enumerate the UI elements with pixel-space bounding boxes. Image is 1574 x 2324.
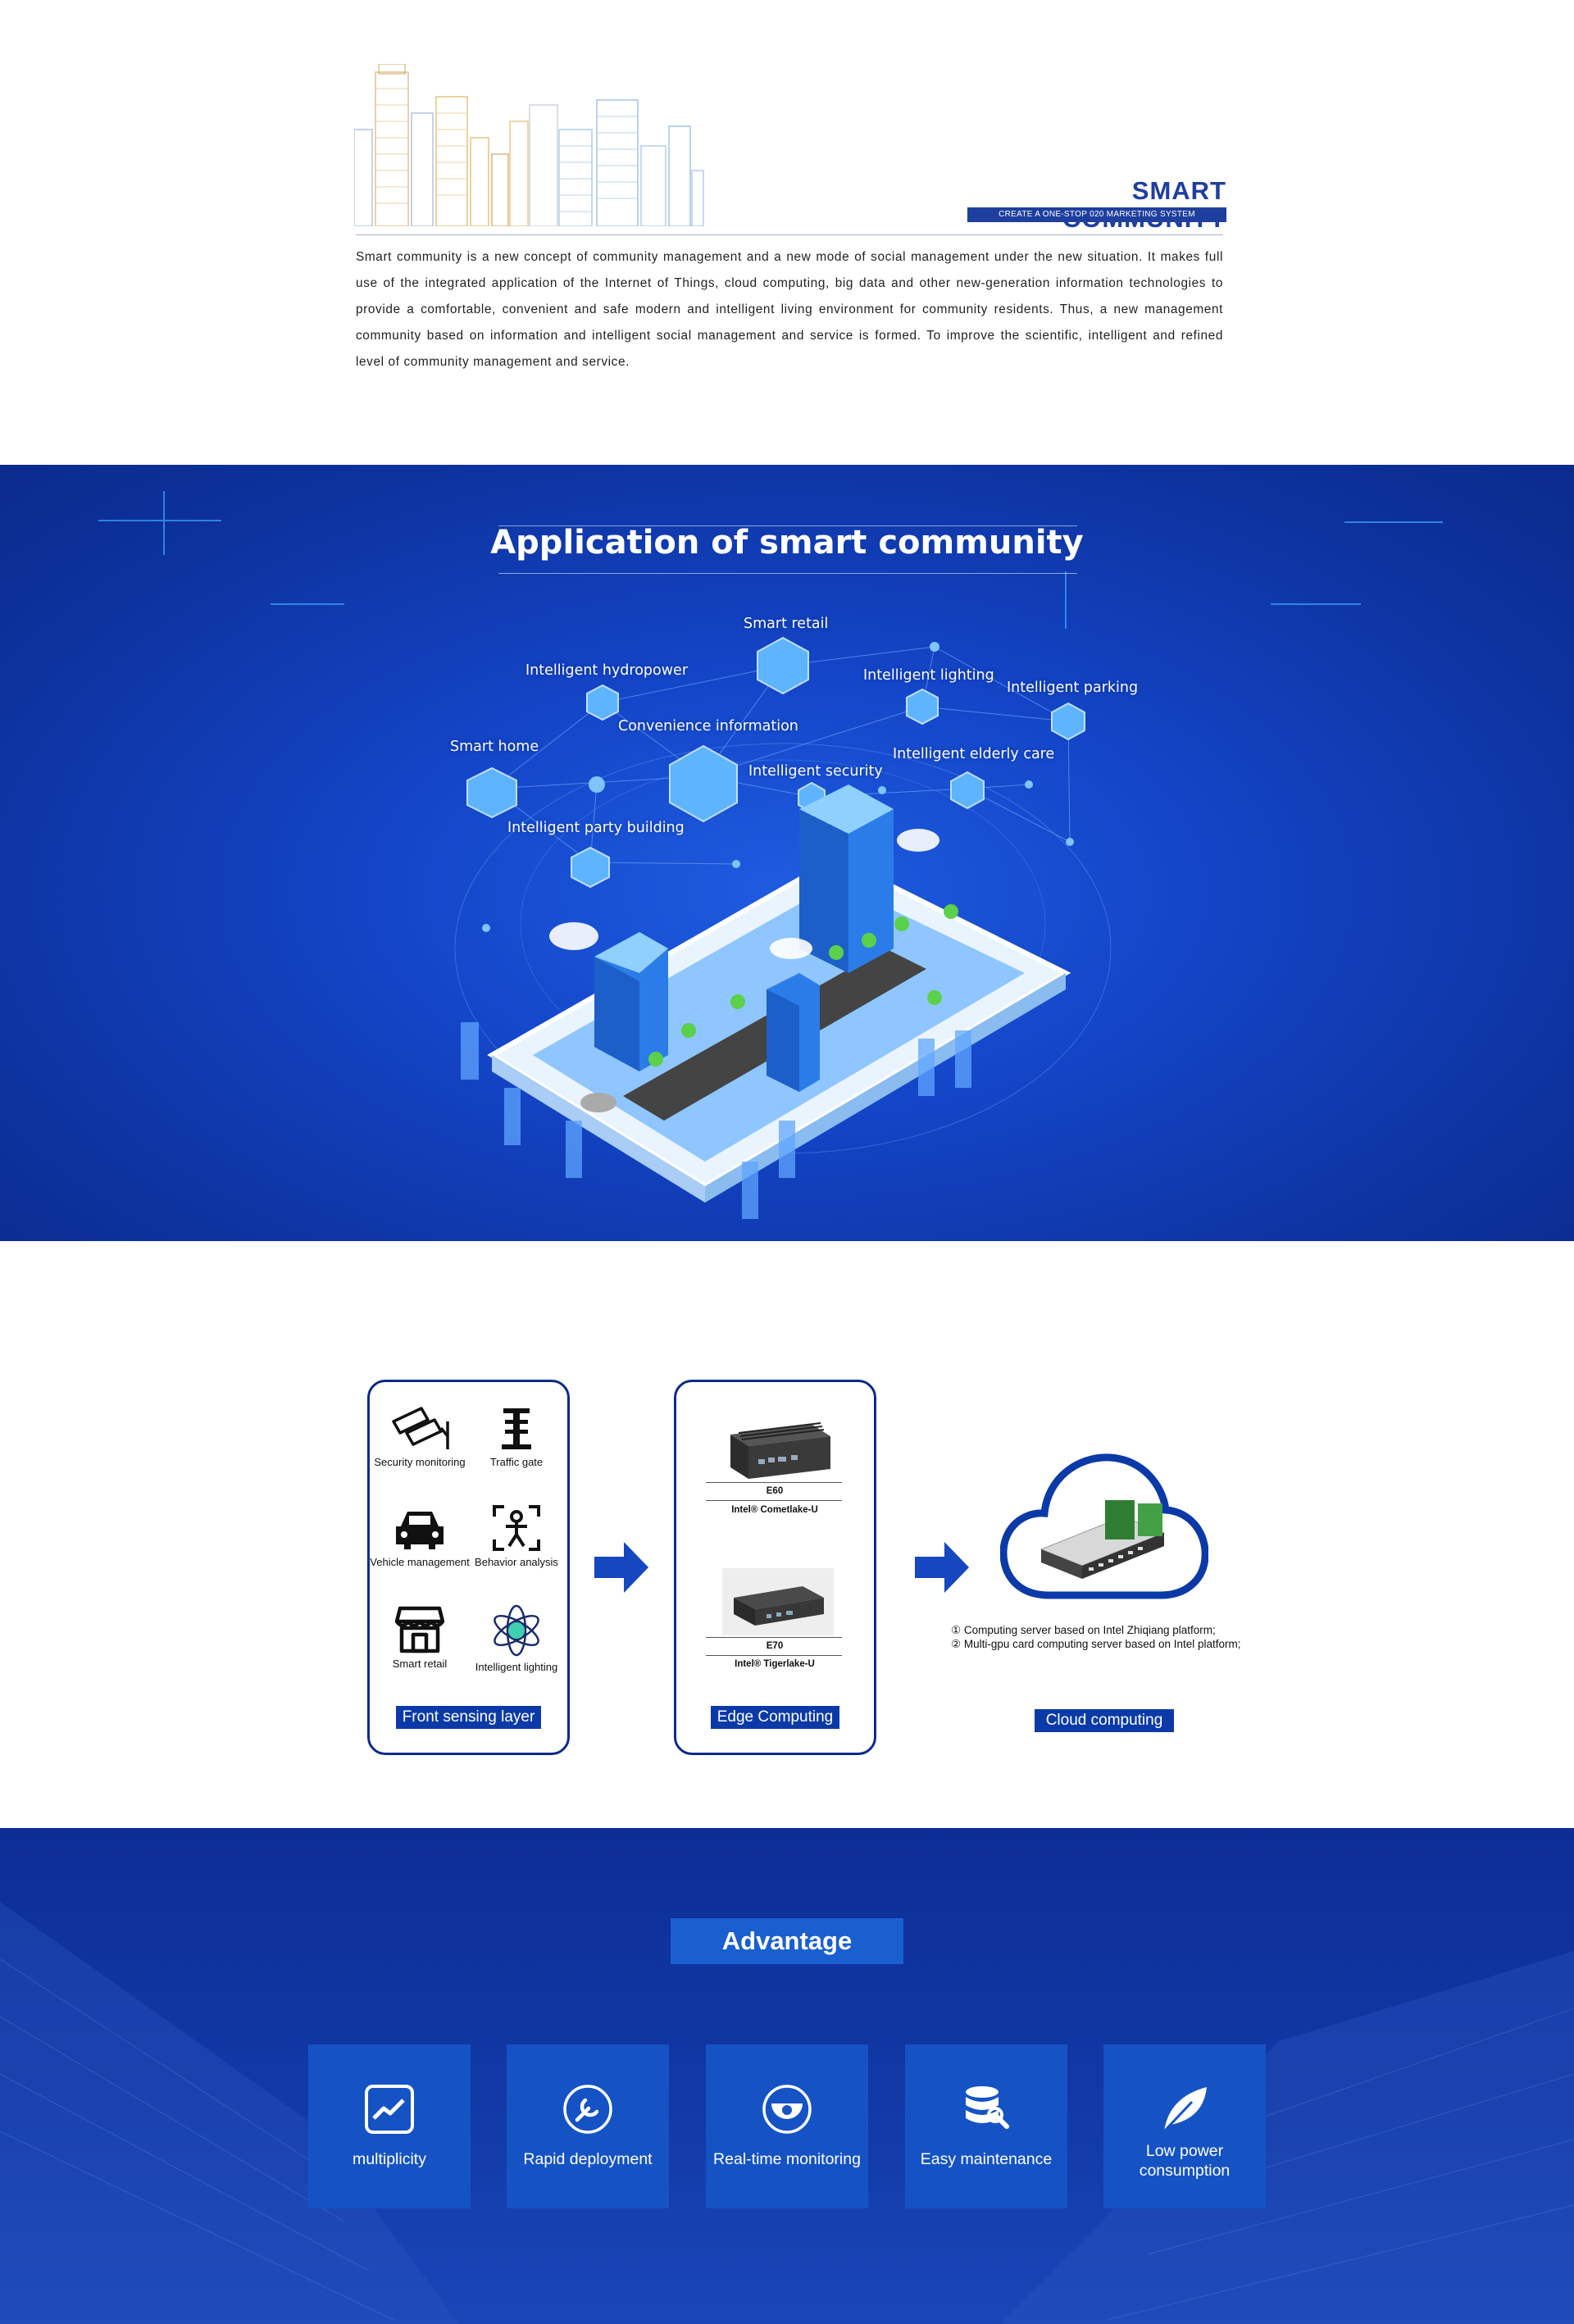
sensor-label: Security monitoring bbox=[374, 1456, 466, 1468]
advantage-label: Real-time monitoring bbox=[713, 2150, 861, 2168]
advantage-label: multiplicity bbox=[353, 2150, 426, 2168]
sensor-label: Vehicle management bbox=[370, 1556, 470, 1568]
node-intelligent-security: Intelligent security bbox=[748, 763, 883, 780]
e60-cpu: Intel® Cometlake-U bbox=[731, 1505, 818, 1515]
product-divider bbox=[706, 1482, 842, 1483]
e60-model: E60 bbox=[766, 1486, 784, 1496]
cloud-server-icon bbox=[1000, 1453, 1208, 1599]
person-scan-icon bbox=[493, 1505, 540, 1551]
sensor-label: Traffic gate bbox=[489, 1456, 544, 1468]
building-background bbox=[0, 1902, 1574, 2324]
sensor-intelligent-lighting: Intelligent lighting bbox=[466, 1603, 566, 1673]
store-icon bbox=[395, 1606, 444, 1653]
brand-title: SMART COMMUNITY bbox=[1062, 176, 1226, 233]
node-smart-home: Smart home bbox=[450, 739, 539, 755]
divider bbox=[356, 234, 1223, 235]
advantage-label: Low power consumption bbox=[1139, 2142, 1231, 2180]
intro-section: SMART COMMUNITY CREATE A ONE-STOP 020 MA… bbox=[0, 0, 1574, 465]
title-rule-bottom bbox=[498, 573, 1077, 574]
e70-cpu: Intel® Tigerlake-U bbox=[735, 1659, 815, 1669]
node-intelligent-lighting: Intelligent lighting bbox=[863, 667, 994, 684]
node-intelligent-party-building: Intelligent party building bbox=[507, 820, 685, 836]
sensor-label: Smart retail bbox=[392, 1658, 448, 1670]
sensor-behavior-analysis: Behavior analysis bbox=[466, 1503, 566, 1568]
front-sensing-label: Front sensing layer bbox=[396, 1706, 541, 1729]
brand-subtitle: CREATE A ONE-STOP 020 MARKETING SYSTEM bbox=[967, 207, 1226, 222]
application-section: Application of smart community Smart ret… bbox=[0, 465, 1574, 1241]
sensor-vehicle-management: Vehicle management bbox=[370, 1503, 470, 1568]
arrow-right-icon bbox=[594, 1542, 648, 1593]
advantage-title: Advantage bbox=[671, 1918, 903, 1964]
product-divider bbox=[706, 1637, 842, 1638]
city-skyline-illustration bbox=[354, 64, 704, 226]
sensor-traffic-gate: Traffic gate bbox=[466, 1403, 566, 1468]
node-intelligent-parking: Intelligent parking bbox=[1007, 680, 1139, 696]
advantage-label: Easy maintenance bbox=[920, 2150, 1053, 2168]
camera-icon bbox=[762, 2085, 812, 2134]
product-divider bbox=[706, 1500, 842, 1501]
advantage-rapid-deployment: Rapid deployment bbox=[507, 2044, 669, 2208]
node-smart-retail: Smart retail bbox=[744, 616, 829, 632]
atom-icon bbox=[494, 1604, 539, 1657]
cloud-computing-label: Cloud computing bbox=[1035, 1709, 1174, 1732]
advantage-low-power: Low power consumption bbox=[1103, 2044, 1266, 2208]
database-icon bbox=[966, 2086, 1009, 2129]
product-divider bbox=[706, 1655, 842, 1656]
cloud-note-2: ② Multi-gpu card computing server based … bbox=[951, 1638, 1241, 1650]
e60-device-image bbox=[730, 1422, 830, 1479]
smart-community-illustration bbox=[98, 491, 1443, 1219]
edge-computing-label: Edge Computing bbox=[711, 1706, 839, 1729]
e70-device-image bbox=[722, 1568, 834, 1635]
advantage-real-time-monitoring: Real-time monitoring bbox=[706, 2044, 868, 2208]
leaf-icon bbox=[1162, 2087, 1207, 2133]
sensor-label: Behavior analysis bbox=[475, 1556, 558, 1568]
node-convenience-information: Convenience information bbox=[618, 718, 798, 734]
advantage-section: Advantage multiplicity Rapid deployment … bbox=[0, 1828, 1574, 2324]
arrow-right-icon bbox=[915, 1542, 969, 1593]
advantage-easy-maintenance: Easy maintenance bbox=[905, 2044, 1067, 2208]
cloud-note-1: ① Computing server based on Intel Zhiqia… bbox=[951, 1624, 1216, 1636]
architecture-section: Security monitoring Traffic gate Vehicle… bbox=[0, 1241, 1574, 1828]
edge-computing-card: E60 Intel® Cometlake-U E70 Intel® Tigerl… bbox=[674, 1380, 876, 1755]
sensor-label: Intelligent lighting bbox=[475, 1661, 558, 1673]
car-icon bbox=[396, 1512, 444, 1549]
sensor-smart-retail: Smart retail bbox=[370, 1603, 470, 1670]
node-intelligent-hydropower: Intelligent hydropower bbox=[525, 662, 689, 679]
title-rule-top bbox=[498, 525, 1077, 526]
traffic-gate-icon bbox=[502, 1408, 531, 1449]
e70-model: E70 bbox=[766, 1641, 784, 1651]
cctv-camera-icon bbox=[392, 1407, 449, 1449]
front-sensing-card: Security monitoring Traffic gate Vehicle… bbox=[367, 1380, 570, 1755]
chart-icon bbox=[365, 2085, 414, 2134]
application-title: Application of smart community bbox=[490, 524, 1084, 562]
node-intelligent-elderly-care: Intelligent elderly care bbox=[893, 746, 1055, 762]
cloud-notes: ① Computing server based on Intel Zhiqia… bbox=[951, 1623, 1241, 1651]
intro-paragraph: Smart community is a new concept of comm… bbox=[356, 250, 1223, 369]
advantage-label: Rapid deployment bbox=[523, 2150, 653, 2168]
wrench-icon bbox=[563, 2085, 612, 2134]
sensor-security-monitoring: Security monitoring bbox=[370, 1403, 470, 1468]
advantage-multiplicity: multiplicity bbox=[308, 2044, 471, 2208]
